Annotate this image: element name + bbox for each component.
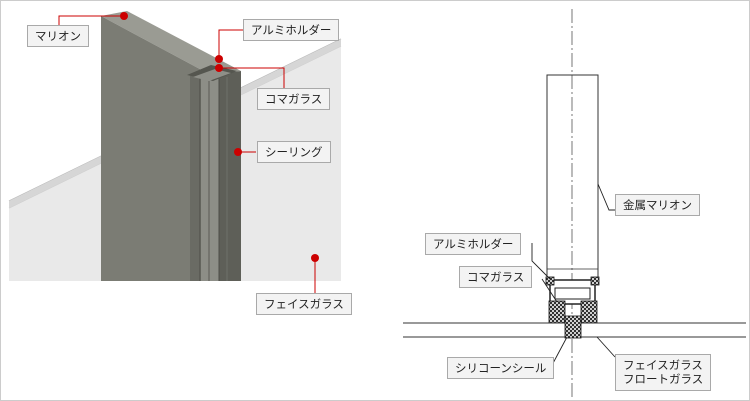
label-section-koma-glass: コマガラス	[459, 266, 533, 289]
label-silicone-seal: シリコーンシール	[447, 357, 555, 380]
silicone-seal-joint	[564, 315, 582, 339]
label-mullion: マリオン	[27, 25, 89, 48]
leader-section-aluminum-holder	[531, 243, 551, 280]
aluminum-holder-inner	[554, 287, 591, 300]
holder-top-cap-2	[193, 69, 231, 81]
leader-section-koma-glass	[541, 278, 558, 303]
dot-mullion	[120, 12, 128, 20]
mullion-top-face	[101, 11, 241, 75]
label-face-glass: フェイスガラス	[256, 293, 352, 316]
label-section-aluminum-holder: アルミホルダー	[425, 233, 522, 256]
dot-aluminum-holder	[215, 55, 223, 63]
koma-glass-block-right	[580, 300, 598, 324]
label-face-glass-line2: フロートガラス	[623, 372, 704, 387]
dot-sealing	[234, 148, 242, 156]
aluminum-holder-strip	[190, 75, 200, 281]
section-view	[403, 9, 746, 397]
leader-aluminum-holder	[218, 29, 243, 59]
dot-koma-glass	[215, 64, 223, 72]
mullion-front-face	[101, 16, 211, 281]
leader-section-face-glass	[596, 336, 616, 358]
dot-face-glass	[311, 254, 319, 262]
metal-mullion-body	[546, 74, 599, 281]
koma-glass-strip	[201, 79, 219, 281]
label-aluminum-holder: アルミホルダー	[243, 19, 340, 42]
perspective-dots	[120, 12, 319, 262]
label-section-face-glass: フェイスガラス フロートガラス	[615, 354, 712, 391]
label-face-glass-line1: フェイスガラス	[623, 358, 703, 372]
label-koma-glass: コマガラス	[257, 88, 331, 111]
label-sealing: シーリング	[257, 141, 331, 164]
holder-seal-left	[545, 276, 555, 286]
leader-metal-mullion	[597, 183, 615, 211]
section-leaders	[531, 183, 616, 368]
holder-seal-right	[590, 276, 600, 286]
label-metal-mullion: 金属マリオン	[615, 194, 700, 217]
koma-glass-block-left	[548, 300, 566, 324]
